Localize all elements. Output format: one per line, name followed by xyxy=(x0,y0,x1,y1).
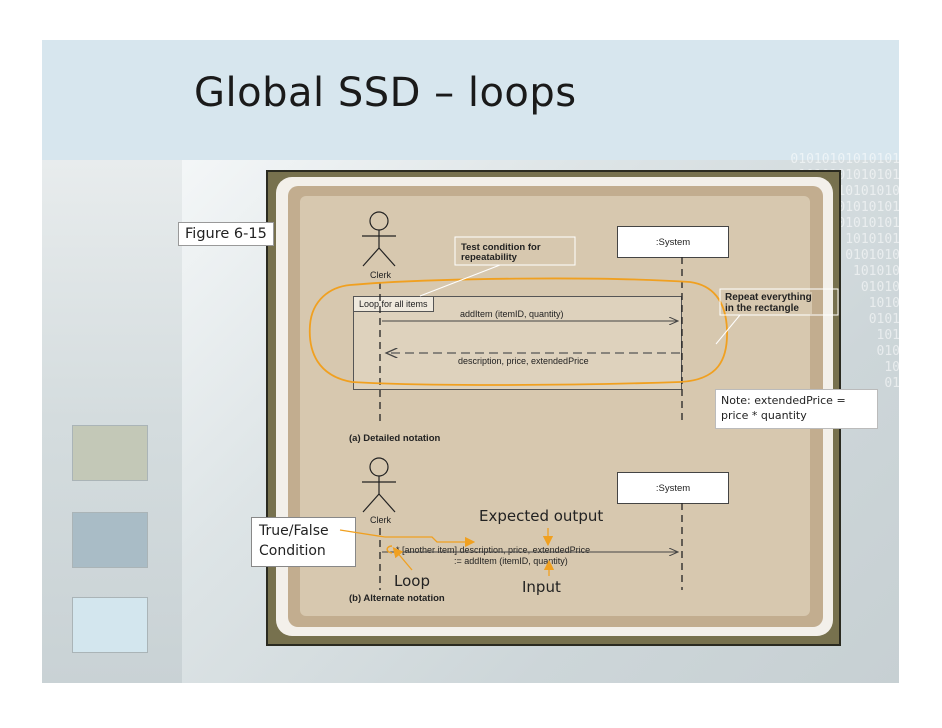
color-swatch-3 xyxy=(72,597,148,653)
repeat-note-box xyxy=(719,288,839,316)
price-note-line2: price * quantity xyxy=(721,409,807,422)
loop-callout-label: Loop xyxy=(394,572,430,590)
tf-line2: Condition xyxy=(259,543,326,559)
actor-clerk-b xyxy=(362,457,396,513)
caption-a: (a) Detailed notation xyxy=(349,433,441,444)
tf-line1: True/False xyxy=(259,523,329,539)
actor-clerk-a xyxy=(362,211,396,267)
repeat-note-line1: Repeat everything xyxy=(725,292,812,303)
request-message-a: addItem (itemID, quantity) xyxy=(460,309,564,319)
test-condition-line1: Test condition for xyxy=(461,242,541,253)
loop-message-line1: * [another item] description, price, ext… xyxy=(396,545,591,555)
price-note-line1: Note: extendedPrice = xyxy=(721,394,846,407)
caption-b: (b) Alternate notation xyxy=(349,593,445,604)
loop-pointer xyxy=(392,547,413,571)
test-condition-box xyxy=(454,236,576,266)
loop-highlight-ellipse xyxy=(308,277,728,386)
return-message-a: description, price, extendedPrice xyxy=(458,356,589,366)
tf-pointer-bracket xyxy=(385,536,476,548)
slide-title: Global SSD – loops xyxy=(194,70,577,116)
title-bar xyxy=(42,40,899,160)
test-condition-pointer xyxy=(419,264,501,297)
repeat-note-pointer xyxy=(715,314,741,345)
slide-left-panel xyxy=(42,160,182,683)
clerk-label-b: Clerk xyxy=(370,515,392,525)
expected-output-label: Expected output xyxy=(479,507,604,525)
loop-asterisk-mark xyxy=(386,545,393,554)
tf-pointer-line xyxy=(339,529,386,538)
loop-message-line2: := addItem (itemID, quantity) xyxy=(454,556,568,566)
repeat-note-line2: in the rectangle xyxy=(725,303,799,314)
extended-price-note: Note: extendedPrice = price * quantity xyxy=(715,389,878,429)
input-label: Input xyxy=(522,578,561,596)
test-condition-line2: repeatability xyxy=(461,252,517,263)
system-object-a: :System xyxy=(617,226,729,258)
true-false-condition-box: True/False Condition xyxy=(251,517,356,567)
loop-fragment-label: Loop for all items xyxy=(353,296,434,312)
repeat-note: Repeat everything in the rectangle xyxy=(725,292,812,314)
color-swatch-1 xyxy=(72,425,148,481)
color-swatch-2 xyxy=(72,512,148,568)
actor-head-b xyxy=(369,457,389,477)
figure-label: Figure 6-15 xyxy=(178,222,274,246)
clerk-label-a: Clerk xyxy=(370,270,392,280)
system-object-b: :System xyxy=(617,472,729,504)
actor-head-a xyxy=(369,211,389,231)
